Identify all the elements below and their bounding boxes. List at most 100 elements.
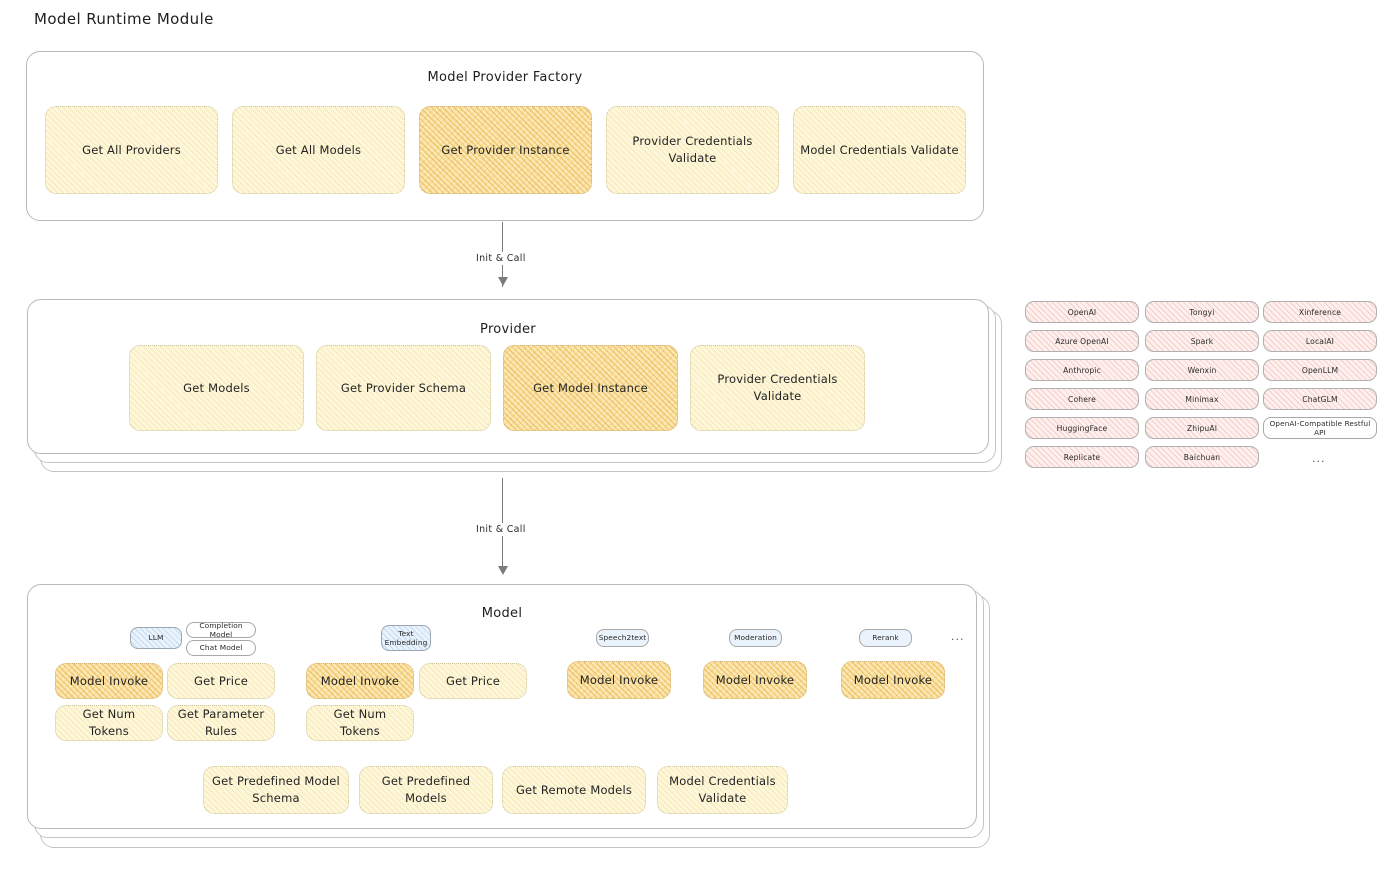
model-tag-label: LLM bbox=[148, 633, 164, 643]
arrow-1-head bbox=[498, 277, 508, 286]
provider-pill-label: OpenAI-Compatible Restful API bbox=[1269, 419, 1371, 437]
provider-pill-label: Baichuan bbox=[1183, 452, 1221, 462]
provider-box-get-model-instance[interactable]: Get Model Instance bbox=[503, 345, 678, 431]
provider-pill-label: Replicate bbox=[1063, 452, 1101, 462]
model-bottom-box-label: Get Predefined Models bbox=[381, 774, 471, 805]
model-box-label: Model Invoke bbox=[715, 672, 795, 687]
provider-pill-label: Wenxin bbox=[1187, 365, 1217, 375]
model-tag-text-embedding[interactable]: Text Embedding bbox=[381, 625, 431, 651]
provider-pill-label: ChatGLM bbox=[1302, 394, 1338, 404]
provider-pill-cohere[interactable]: Cohere bbox=[1025, 388, 1139, 410]
model-tag-label: Rerank bbox=[872, 633, 899, 643]
model-box-label: Get Price bbox=[193, 673, 248, 688]
factory-box-get-all-models[interactable]: Get All Models bbox=[232, 106, 405, 194]
model-subtag-label: Chat Model bbox=[199, 643, 243, 653]
model-box-label: Model Invoke bbox=[579, 672, 659, 687]
model-box-llm-get-price[interactable]: Get Price bbox=[167, 663, 275, 699]
model-title: Model bbox=[481, 606, 523, 621]
provider-pill-baichuan[interactable]: Baichuan bbox=[1145, 446, 1259, 468]
factory-box-model-credentials-validate[interactable]: Model Credentials Validate bbox=[793, 106, 966, 194]
provider-pill-tongyi[interactable]: Tongyi bbox=[1145, 301, 1259, 323]
provider-pill-label: Minimax bbox=[1185, 394, 1219, 404]
model-tag-label: Moderation bbox=[734, 633, 777, 643]
arrow-2-label: Init & Call bbox=[472, 523, 530, 536]
factory-box-label: Get All Providers bbox=[82, 142, 181, 157]
model-tag-label: Text Embedding bbox=[384, 628, 428, 647]
provider-box-label: Get Models bbox=[183, 380, 250, 395]
model-bottom-box-label: Get Remote Models bbox=[515, 782, 633, 797]
provider-pill-label: Xinference bbox=[1298, 307, 1342, 317]
model-box-rerank-model-invoke[interactable]: Model Invoke bbox=[841, 661, 945, 699]
provider-pill-replicate[interactable]: Replicate bbox=[1025, 446, 1139, 468]
provider-pill-huggingface[interactable]: HuggingFace bbox=[1025, 417, 1139, 439]
model-box-llm-model-invoke[interactable]: Model Invoke bbox=[55, 663, 163, 699]
model-columns-more-ellipsis: ... bbox=[951, 630, 965, 643]
model-bottom-box-model-credentials-validate[interactable]: Model Credentials Validate bbox=[657, 766, 788, 814]
provider-pill-label: Anthropic bbox=[1063, 365, 1101, 375]
model-box-text-embedding-get-num-tokens[interactable]: Get Num Tokens bbox=[306, 705, 414, 741]
model-box-text-embedding-model-invoke[interactable]: Model Invoke bbox=[306, 663, 414, 699]
provider-pill-localai[interactable]: LocalAI bbox=[1263, 330, 1377, 352]
provider-pill-chatglm[interactable]: ChatGLM bbox=[1263, 388, 1377, 410]
factory-box-label: Model Credentials Validate bbox=[800, 142, 959, 157]
provider-box-label: Provider Credentials Validate bbox=[717, 372, 838, 403]
arrow-2-head bbox=[498, 566, 508, 575]
model-box-llm-get-parameter-rules[interactable]: Get Parameter Rules bbox=[167, 705, 275, 741]
model-box-moderation-model-invoke[interactable]: Model Invoke bbox=[703, 661, 807, 699]
provider-pill-openai[interactable]: OpenAI bbox=[1025, 301, 1139, 323]
model-bottom-box-label: Get Predefined Model Schema bbox=[212, 774, 340, 805]
provider-pill-azure-openai[interactable]: Azure OpenAI bbox=[1025, 330, 1139, 352]
provider-pill-wenxin[interactable]: Wenxin bbox=[1145, 359, 1259, 381]
provider-pill-label: LocalAI bbox=[1305, 336, 1335, 346]
model-tag-moderation[interactable]: Moderation bbox=[729, 629, 782, 647]
model-box-llm-get-num-tokens[interactable]: Get Num Tokens bbox=[55, 705, 163, 741]
provider-box-label: Get Provider Schema bbox=[340, 380, 467, 395]
provider-pill-label: Tongyi bbox=[1189, 307, 1215, 317]
model-box-speech2text-model-invoke[interactable]: Model Invoke bbox=[567, 661, 671, 699]
factory-box-get-provider-instance[interactable]: Get Provider Instance bbox=[419, 106, 592, 194]
provider-pill-minimax[interactable]: Minimax bbox=[1145, 388, 1259, 410]
provider-box-get-models[interactable]: Get Models bbox=[129, 345, 304, 431]
provider-pill-openllm[interactable]: OpenLLM bbox=[1263, 359, 1377, 381]
provider-box-provider-credentials-validate[interactable]: Provider Credentials Validate bbox=[690, 345, 865, 431]
factory-box-label: Provider Credentials Validate bbox=[632, 134, 753, 165]
page-title: Model Runtime Module bbox=[34, 10, 214, 28]
provider-pill-openai-compatible-restful-api[interactable]: OpenAI-Compatible Restful API bbox=[1263, 417, 1377, 439]
model-box-label: Get Num Tokens bbox=[333, 707, 387, 738]
factory-box-label: Get Provider Instance bbox=[441, 142, 570, 157]
model-box-label: Model Invoke bbox=[320, 673, 400, 688]
provider-pill-label: Spark bbox=[1190, 336, 1214, 346]
provider-pill-label: OpenAI bbox=[1067, 307, 1097, 317]
model-tag-rerank[interactable]: Rerank bbox=[859, 629, 912, 647]
model-provider-factory-title: Model Provider Factory bbox=[427, 70, 583, 85]
model-tag-speech2text[interactable]: Speech2text bbox=[596, 629, 649, 647]
model-bottom-box-get-predefined-model-schema[interactable]: Get Predefined Model Schema bbox=[203, 766, 349, 814]
provider-box-get-provider-schema[interactable]: Get Provider Schema bbox=[316, 345, 491, 431]
provider-list-more-ellipsis: ... bbox=[1312, 452, 1326, 465]
provider-pill-xinference[interactable]: Xinference bbox=[1263, 301, 1377, 323]
arrow-1-label: Init & Call bbox=[472, 252, 530, 265]
model-box-label: Get Num Tokens bbox=[82, 707, 136, 738]
model-subtag-chat-model[interactable]: Chat Model bbox=[186, 640, 256, 656]
model-bottom-box-label: Model Credentials Validate bbox=[669, 774, 776, 805]
model-tag-llm[interactable]: LLM bbox=[130, 627, 182, 649]
factory-box-provider-credentials-validate[interactable]: Provider Credentials Validate bbox=[606, 106, 779, 194]
factory-box-get-all-providers[interactable]: Get All Providers bbox=[45, 106, 218, 194]
provider-pill-label: ZhipuAI bbox=[1186, 423, 1218, 433]
provider-pill-label: OpenLLM bbox=[1301, 365, 1339, 375]
model-subtag-completion-model[interactable]: Completion Model bbox=[186, 621, 256, 639]
provider-pill-label: Cohere bbox=[1068, 394, 1096, 404]
provider-pill-zhipuai[interactable]: ZhipuAI bbox=[1145, 417, 1259, 439]
model-box-label: Get Price bbox=[445, 673, 500, 688]
factory-box-label: Get All Models bbox=[275, 142, 362, 157]
model-box-label: Get Parameter Rules bbox=[177, 707, 265, 738]
provider-pill-spark[interactable]: Spark bbox=[1145, 330, 1259, 352]
model-box-text-embedding-get-price[interactable]: Get Price bbox=[419, 663, 527, 699]
model-box-label: Model Invoke bbox=[69, 673, 149, 688]
model-bottom-box-get-predefined-models[interactable]: Get Predefined Models bbox=[359, 766, 493, 814]
model-bottom-box-get-remote-models[interactable]: Get Remote Models bbox=[502, 766, 646, 814]
model-box-label: Model Invoke bbox=[853, 672, 933, 687]
provider-box-label: Get Model Instance bbox=[533, 380, 648, 395]
provider-pill-anthropic[interactable]: Anthropic bbox=[1025, 359, 1139, 381]
